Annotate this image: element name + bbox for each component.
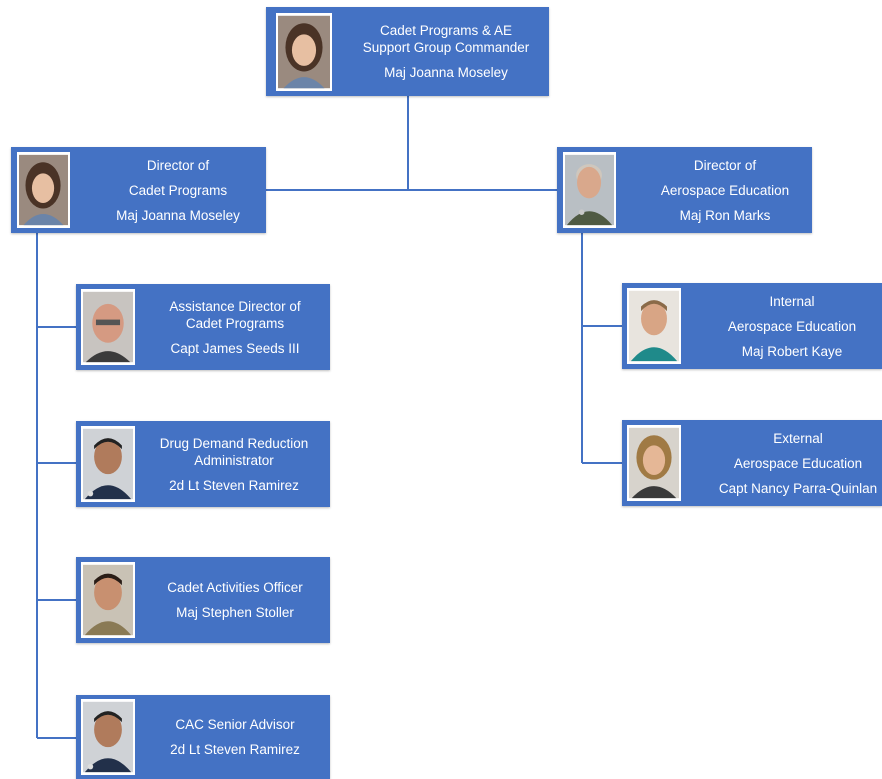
director-ae-name: Maj Ron Marks xyxy=(679,207,771,223)
asst-director-name: Capt James Seeds III xyxy=(170,340,300,356)
person-photo-man-icon xyxy=(81,562,135,638)
commander-node: Cadet Programs & AE Support Group Comman… xyxy=(266,7,549,96)
external-ae-name: Capt Nancy Parra-Quinlan xyxy=(718,480,878,496)
person-photo-man-icon xyxy=(81,426,135,502)
director-cadet-programs-node: Director of Cadet Programs Maj Joanna Mo… xyxy=(11,147,266,233)
director-ae-title-line2: Aerospace Education xyxy=(660,182,790,198)
director-cp-name: Maj Joanna Moseley xyxy=(116,207,240,223)
asst-director-title-line2: Cadet Programs xyxy=(185,315,285,331)
ddr-admin-text: Drug Demand Reduction Administrator 2d L… xyxy=(138,421,330,507)
person-photo-man-icon xyxy=(627,288,681,364)
commander-name: Maj Joanna Moseley xyxy=(384,65,508,80)
internal-ae-title-line2: Aerospace Education xyxy=(727,318,857,334)
cadet-activities-title: Cadet Activities Officer xyxy=(167,580,303,595)
cac-senior-advisor-node: CAC Senior Advisor 2d Lt Steven Ramirez xyxy=(76,695,330,779)
director-cp-title-line1: Director of xyxy=(146,157,210,173)
external-ae-title-line1: External xyxy=(773,430,823,446)
person-photo-woman-icon xyxy=(276,13,332,91)
person-photo-man-icon xyxy=(81,289,135,365)
external-aerospace-education-node: External Aerospace Education Capt Nancy … xyxy=(622,420,882,506)
director-cadet-programs-text: Director of Cadet Programs Maj Joanna Mo… xyxy=(89,147,267,233)
ddr-administrator-node: Drug Demand Reduction Administrator 2d L… xyxy=(76,421,330,507)
director-cp-title-line2: Cadet Programs xyxy=(128,182,228,198)
director-ae-title-line1: Director of xyxy=(693,157,757,173)
internal-ae-text: Internal Aerospace Education Maj Robert … xyxy=(704,283,880,369)
commander-text: Cadet Programs & AE Support Group Comman… xyxy=(346,7,546,96)
commander-title-line2: Support Group Commander xyxy=(362,40,530,55)
person-photo-woman-icon xyxy=(627,425,681,501)
cac-advisor-name: 2d Lt Steven Ramirez xyxy=(170,742,300,757)
internal-ae-name: Maj Robert Kaye xyxy=(741,343,843,359)
cac-advisor-text: CAC Senior Advisor 2d Lt Steven Ramirez xyxy=(142,695,328,779)
ddr-admin-title-line1: Drug Demand Reduction xyxy=(159,435,309,451)
director-ae-text: Director of Aerospace Education Maj Ron … xyxy=(639,147,811,233)
asst-director-text: Assistance Director of Cadet Programs Ca… xyxy=(142,284,328,370)
cadet-activities-officer-node: Cadet Activities Officer Maj Stephen Sto… xyxy=(76,557,330,643)
internal-aerospace-education-node: Internal Aerospace Education Maj Robert … xyxy=(622,283,882,369)
cac-advisor-title: CAC Senior Advisor xyxy=(175,717,295,732)
external-ae-title-line2: Aerospace Education xyxy=(733,455,863,471)
director-aerospace-education-node: Director of Aerospace Education Maj Ron … xyxy=(557,147,812,233)
ddr-admin-title-line2: Administrator xyxy=(194,452,274,468)
cadet-activities-name: Maj Stephen Stoller xyxy=(176,605,294,620)
commander-title-line1: Cadet Programs & AE xyxy=(379,23,513,38)
asst-director-cadet-programs-node: Assistance Director of Cadet Programs Ca… xyxy=(76,284,330,370)
person-photo-woman-icon xyxy=(17,152,70,228)
cadet-activities-text: Cadet Activities Officer Maj Stephen Sto… xyxy=(142,557,328,643)
asst-director-title-line1: Assistance Director of xyxy=(169,298,301,314)
person-photo-man-icon xyxy=(81,699,135,775)
ddr-admin-name: 2d Lt Steven Ramirez xyxy=(169,477,299,493)
internal-ae-title-line1: Internal xyxy=(769,293,815,309)
person-photo-man-icon xyxy=(563,152,616,228)
external-ae-text: External Aerospace Education Capt Nancy … xyxy=(708,420,882,506)
